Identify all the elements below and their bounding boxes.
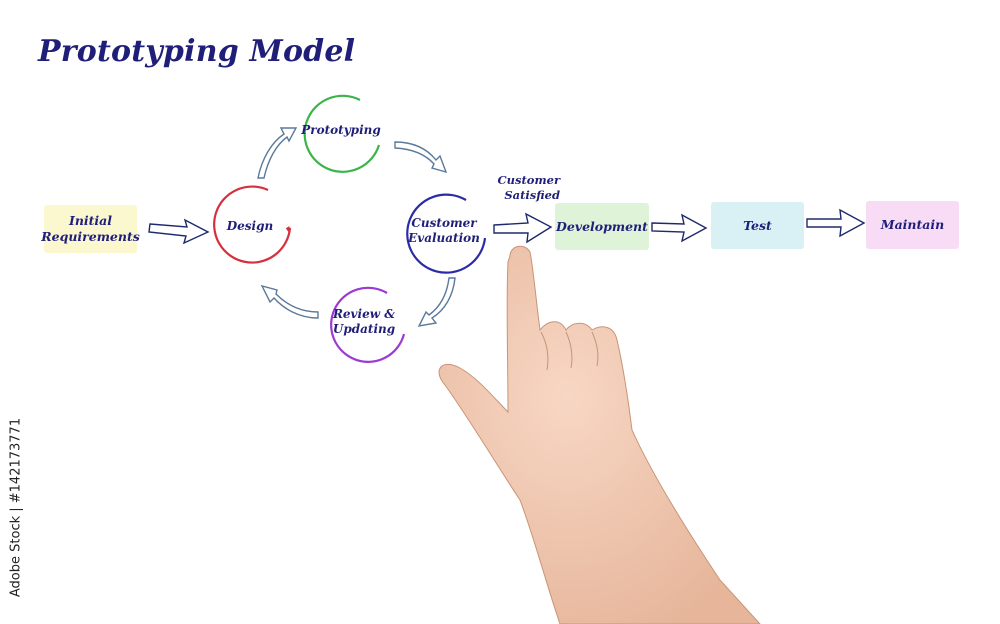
diagram-title: Prototyping Model	[38, 34, 356, 69]
test-box: Test	[711, 202, 804, 249]
pointing-hand-icon	[438, 245, 761, 624]
stock-id-watermark: Adobe Stock | #142173771	[8, 400, 30, 600]
development-box: Development	[555, 203, 649, 250]
maintain-box: Maintain	[866, 201, 959, 249]
arrow-initial-to-design	[148, 218, 210, 245]
stock-id-text: Adobe Stock | #142173771	[8, 417, 24, 598]
curved-arrow-prototyping-to-evaluation	[394, 141, 448, 174]
review-updating-ring	[330, 286, 406, 363]
customer-satisfied-label: Customer Satisfied	[497, 173, 560, 202]
curved-arrow-review-to-design	[260, 284, 319, 319]
curved-arrow-evaluation-to-review	[417, 277, 456, 327]
prototyping-ring	[303, 94, 381, 173]
curved-arrow-design-to-prototyping	[257, 127, 298, 179]
arrow-test-to-maintain	[806, 208, 866, 238]
arrow-evaluation-to-development	[493, 212, 553, 244]
review-updating-label: Review & Updating	[332, 307, 396, 336]
initial-requirements-box: Initial Requirements	[41, 205, 140, 253]
customer-evaluation-ring	[406, 193, 487, 274]
design-ring	[213, 185, 292, 264]
design-label: Design	[226, 218, 274, 233]
prototyping-label: Prototyping	[301, 122, 381, 137]
customer-evaluation-label: Customer Evaluation	[408, 216, 480, 245]
arrow-development-to-test	[651, 213, 708, 243]
